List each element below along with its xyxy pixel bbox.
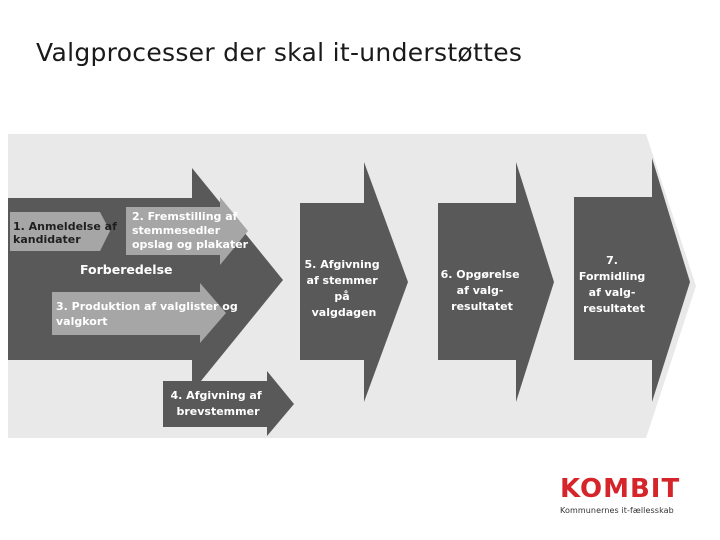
- logo-tagline: Kommunernes it-fællesskab: [560, 506, 674, 515]
- step5-label: 5. Afgivning af stemmer på valgdagen: [305, 258, 384, 319]
- page-title: Valgprocesser der skal it-understøttes: [36, 38, 523, 67]
- step6-label: 6. Opgørelse af valg- resultatet: [441, 268, 524, 313]
- step4-arrow: [163, 371, 294, 436]
- step7-chevron: [574, 158, 690, 402]
- step1-label: 1. Anmeldelse af kandidater: [13, 220, 121, 246]
- step7-label: 7. Formidling af valg- resultatet: [579, 254, 649, 315]
- step3-label: 3. Produktion af valglister og valgkort: [56, 300, 242, 328]
- step5-chevron: [300, 162, 408, 402]
- step2-arrow: [126, 197, 248, 265]
- step3-arrow: [52, 283, 226, 343]
- forberedelse-label: Forberedelse: [80, 262, 172, 277]
- logo-wordmark: KOMBIT: [560, 474, 681, 504]
- step2-label: 2. Fremstilling af stemmesedler opslag o…: [132, 210, 249, 251]
- kombit-logo: KOMBIT Kommunernes it-fællesskab: [560, 474, 700, 515]
- step1-arrow: [10, 212, 110, 251]
- step6-chevron: [438, 162, 554, 402]
- step4-label: 4. Afgivning af brevstemmer: [171, 389, 266, 418]
